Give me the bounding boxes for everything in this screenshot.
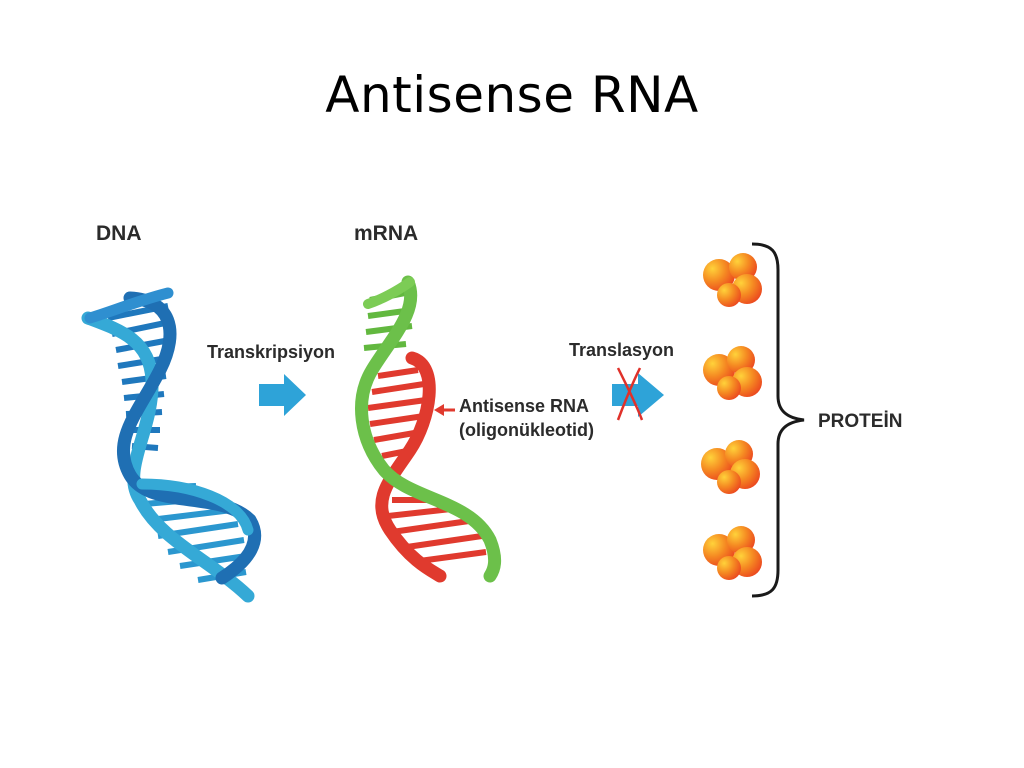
- antisense-pointer-icon: [434, 404, 455, 416]
- transcription-label: Transkripsiyon: [207, 342, 336, 362]
- antisense-label-line1: Antisense RNA: [459, 396, 590, 416]
- mrna-label: mRNA: [354, 222, 419, 245]
- protein-blob-icon: [701, 440, 760, 494]
- antisense-label: Antisense RNA (oligonükleotid): [459, 394, 594, 442]
- protein-blob-icon: [703, 526, 762, 580]
- curly-brace-icon: [751, 242, 805, 598]
- mrna-helix-icon: [355, 275, 502, 583]
- protein-label: PROTEİN: [818, 411, 903, 432]
- dna-helix-icon: [81, 287, 262, 603]
- dna-label: DNA: [96, 222, 142, 245]
- protein-blob-icon: [703, 346, 762, 400]
- page-title: Antisense RNA: [325, 66, 699, 124]
- translation-label: Translasyon: [569, 340, 675, 360]
- blocked-arrow-icon: [612, 367, 664, 421]
- antisense-label-line2: (oligonükleotid): [459, 420, 594, 440]
- protein-blob-icon: [703, 253, 762, 307]
- transcription-arrow-icon: [259, 374, 306, 416]
